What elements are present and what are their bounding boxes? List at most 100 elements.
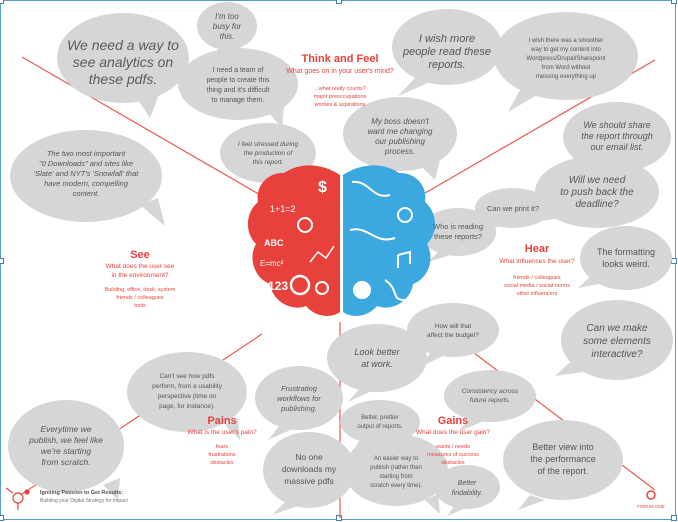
bubble-line: Who is reading [433,222,483,231]
bubble-line: We should share [583,120,650,130]
bubble-line: to push back the [560,187,634,198]
bubble-texts: We need a way to see analytics on these … [28,12,655,497]
section-labels: Think and Feel What goes on in your user… [105,53,575,466]
brain-abc-glyph: ABC [264,238,284,248]
pains-title: Pains [207,415,236,427]
bubble-line: Better, prettier [361,415,399,421]
bubble-line: have modern, compelling [44,179,129,188]
resize-handle-bc[interactable] [336,515,342,521]
bubble-line: perspective (time on [158,393,217,400]
bubble-line: perform, from a usability [152,383,222,390]
bubble-line: "0 Downloads" and sites like [39,159,133,168]
hear-items: friends / colleagues social media / soci… [504,275,570,297]
gear-small-icon [315,281,329,295]
resize-handle-tc[interactable] [336,0,342,4]
bubble-line: massive pdfs [284,476,334,486]
resize-handle-br[interactable] [671,515,677,521]
bubble-email: We should share the report through our e… [581,120,653,152]
bubble-frustrating: Frustrating workflows for publishing. [277,384,321,413]
bubble-line: way to get my content into [530,47,601,53]
hear-subtitle: What influences the user? [499,258,575,265]
gains-items: wants / needs measures of success obstac… [427,444,479,466]
gains-subtitle: What does the user gain? [416,429,490,436]
brain-emc-glyph: E=mc² [260,259,284,268]
resize-handle-ml[interactable] [0,258,4,264]
hear-item: social media / social norms [504,283,570,289]
bubble-consistency: Consistency across future reports. [462,388,519,404]
bubble-findability: Better findability. [452,480,483,497]
hear-item: other influencers [517,291,558,297]
bubble-line: The two most important [47,149,126,158]
pains-item: obstacles [210,460,233,466]
bubble-line: some elements [583,336,651,347]
footer-logo-icon [5,487,30,510]
bubble-line: future reports. [470,397,511,404]
resize-handle-bl[interactable] [0,515,4,521]
bubble-line: My boss doesn't [371,117,429,126]
bubble-line: this. [220,32,235,41]
see-item: friends / colleagues [116,295,164,301]
bubble-line: starting from [379,474,412,480]
leaf-icon [384,279,406,301]
bubble-line: I wish more [419,33,475,45]
bubble-line: our email list. [590,142,643,152]
bubble-prettier: Better, prettier output of reports. [357,415,403,430]
bubble-line: Look better [354,347,400,357]
resize-handle-tr[interactable] [671,0,677,4]
bubble-busy: I'm too busy for this. [213,12,242,41]
bubble-line: Can we make [586,323,648,334]
brain-123-glyph: 123 [268,279,288,293]
bubble-line: I feel stressed during [238,141,299,148]
footer: Igniting Passion to Get Results: Buildin… [5,487,665,510]
bubble-look-better: Look better at work. [354,347,400,369]
bubble-line: see analytics on [73,54,174,70]
bubble-line: publish (rather than [370,465,422,471]
bubble-line: The formatting [597,247,655,257]
see-item: tools [134,303,146,309]
dollar-glyph: $ [318,179,327,196]
think-items: ...what really counts? major preoccupati… [313,86,366,108]
bubble-line: publish, we feel like [28,435,103,445]
think-item: worries & aspirations [313,102,365,108]
bubble-print: Can we print it? [487,204,539,213]
bubble-line: from Word without [542,65,591,71]
bubble-line: our publishing [375,137,425,146]
bubble-line: to manage them. [212,97,265,104]
music-note-icon [397,250,411,268]
bubble-interactive: Can we make some elements interactive? [583,323,651,360]
pains-subtitle: What is the user's pain? [187,429,257,436]
resize-handle-tl[interactable] [0,0,4,4]
brain-illustration: 1+1=2 $ ABC E=mc² 123 [247,165,436,316]
bubble-line: from scratch. [41,457,90,467]
wave-icon [349,228,396,241]
brain-right-half [343,165,436,316]
bubble-line: I need a team of [213,67,264,74]
bubble-line: I wish there was a smoother [529,38,604,44]
bubble-line: interactive? [591,349,643,360]
think-subtitle: What goes on in your user's mind? [286,68,394,75]
hear-item: friends / colleagues [513,275,561,281]
bubble-line: downloads my [282,464,337,474]
bubble-line: of the report. [537,466,588,476]
bubble-line: I'm too [215,12,239,21]
bubble-line: workflows for [277,394,321,403]
bubble-line: Consistency across [462,388,519,395]
bubble-line: thing and it's difficult [207,87,270,94]
bubble-read-more: I wish more people read these reports. [402,33,491,71]
bubble-line: output of reports. [357,424,403,430]
bubble-line: content. [73,189,100,198]
pains-items: fears frustrations obstacles [208,444,235,466]
bubble-stressed: I feel stressed during the production of… [238,141,299,166]
footer-brand: FORUM ONE [637,504,665,509]
pains-item: fears [216,444,228,450]
gains-item: obstacles [441,460,464,466]
bubble-line: process. [384,147,415,156]
flask-icon [297,217,313,233]
bubble-line: the performance [530,454,596,464]
bubble-line: Wordpress/Drupal/Sharepoint [527,56,606,62]
bubble-line: affect the budget? [427,332,479,339]
swirl-icon [351,180,391,197]
bubble-line: the production of [244,150,294,157]
bubble-team: I need a team of people to create this t… [206,67,270,104]
lightbulb-icon [353,281,371,299]
